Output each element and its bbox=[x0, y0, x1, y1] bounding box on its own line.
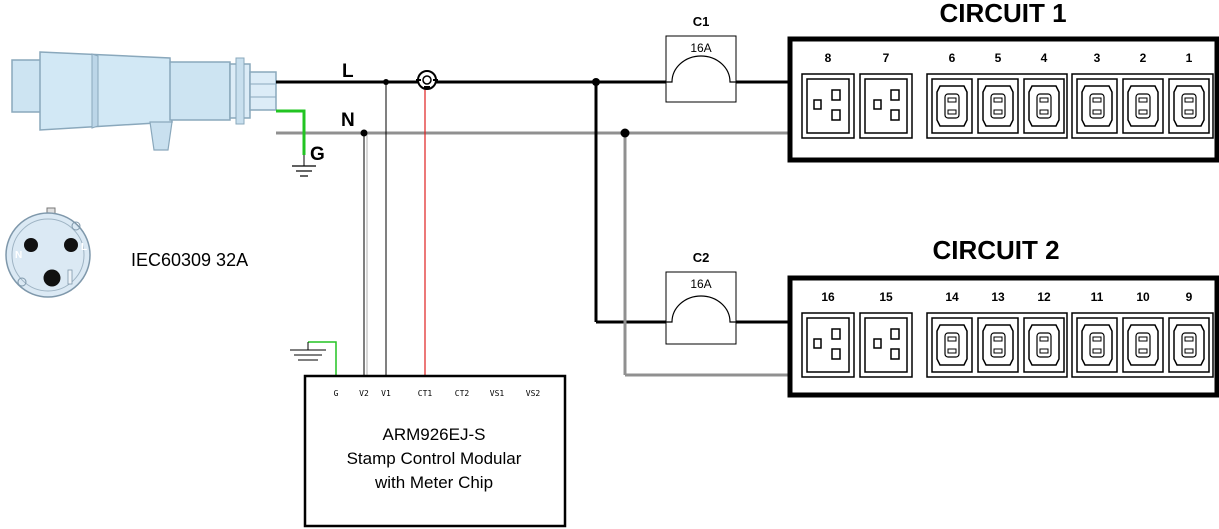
c19-outlet bbox=[859, 73, 913, 139]
breaker-c2-name: C2 bbox=[693, 250, 710, 265]
circuit-2-title: CIRCUIT 2 bbox=[932, 235, 1059, 265]
breaker-c1-rating: 16A bbox=[690, 41, 711, 55]
c13-outlet bbox=[1168, 317, 1210, 373]
module-subtitle: Stamp Control Modular bbox=[347, 449, 522, 468]
c19-outlet bbox=[801, 312, 855, 378]
module-pin-ct1: CT1 bbox=[418, 389, 433, 398]
plug-face-icon bbox=[5, 207, 91, 298]
c13-outlet bbox=[1023, 317, 1065, 373]
c13-outlet bbox=[1076, 78, 1118, 134]
module-pin-vs2: VS2 bbox=[526, 389, 541, 398]
c13-outlet bbox=[977, 317, 1019, 373]
outlet-number: 7 bbox=[883, 51, 890, 65]
plug-type-label: IEC60309 32A bbox=[131, 250, 248, 270]
outlet-number: 9 bbox=[1186, 290, 1193, 304]
circuit-1-outlets: 8 7 6 5 4 3 2 1 bbox=[801, 51, 1214, 139]
line-label-g: G bbox=[310, 144, 325, 165]
circuit-1-title: CIRCUIT 1 bbox=[939, 0, 1066, 28]
outlet-number: 12 bbox=[1037, 290, 1051, 304]
c13-outlet bbox=[931, 317, 973, 373]
outlet-number: 2 bbox=[1140, 51, 1147, 65]
plug-side-view bbox=[11, 51, 277, 151]
outlet-number: 11 bbox=[1091, 290, 1104, 304]
c19-outlet bbox=[801, 73, 855, 139]
outlet-number: 4 bbox=[1041, 51, 1048, 65]
plug-pin-l-label: L bbox=[81, 242, 87, 253]
outlet-number: 16 bbox=[821, 290, 835, 304]
c13-outlet bbox=[931, 78, 973, 134]
breaker-c2-rating: 16A bbox=[690, 277, 711, 291]
outlet-number: 14 bbox=[945, 290, 959, 304]
outlet-number: 13 bbox=[991, 290, 1005, 304]
outlet-number: 1 bbox=[1186, 51, 1193, 65]
module-pin-ct2: CT2 bbox=[455, 389, 470, 398]
c19-outlet bbox=[859, 312, 913, 378]
c13-outlet bbox=[1023, 78, 1065, 134]
module-pin-g: G bbox=[334, 389, 339, 398]
c13-outlet bbox=[1122, 317, 1164, 373]
breaker-c2 bbox=[665, 271, 737, 345]
c13-outlet bbox=[1168, 78, 1210, 134]
module-ground-wire bbox=[308, 341, 337, 376]
line-label-l: L bbox=[342, 61, 354, 82]
wires bbox=[276, 70, 792, 377]
outlet-number: 8 bbox=[825, 51, 832, 65]
outlet-number: 3 bbox=[1094, 51, 1101, 65]
module-pin-vs1: VS1 bbox=[490, 389, 505, 398]
control-module bbox=[303, 374, 567, 528]
c13-outlet bbox=[977, 78, 1019, 134]
c13-outlet bbox=[1122, 78, 1164, 134]
current-transformer-icon bbox=[416, 70, 438, 90]
outlet-number: 10 bbox=[1136, 290, 1150, 304]
outlet-number: 15 bbox=[879, 290, 893, 304]
circuit-2-outlets: 16 15 14 13 12 11 10 9 bbox=[801, 290, 1214, 378]
c13-outlet bbox=[1076, 317, 1118, 373]
breaker-c1-name: C1 bbox=[693, 14, 710, 29]
breaker-c1 bbox=[665, 35, 737, 103]
outlet-number: 5 bbox=[995, 51, 1002, 65]
module-pin-labels: G V2 V1 CT1 CT2 VS1 VS2 bbox=[334, 389, 541, 398]
module-title: ARM926EJ-S bbox=[383, 425, 486, 444]
line-label-n: N bbox=[341, 110, 355, 131]
module-pin-v2: V2 bbox=[359, 389, 369, 398]
ground-wire bbox=[276, 109, 306, 155]
plug-pin-n-label: N bbox=[15, 250, 22, 261]
outlet-number: 6 bbox=[949, 51, 956, 65]
module-subtitle-2: with Meter Chip bbox=[374, 473, 493, 492]
module-pin-v1: V1 bbox=[381, 389, 391, 398]
